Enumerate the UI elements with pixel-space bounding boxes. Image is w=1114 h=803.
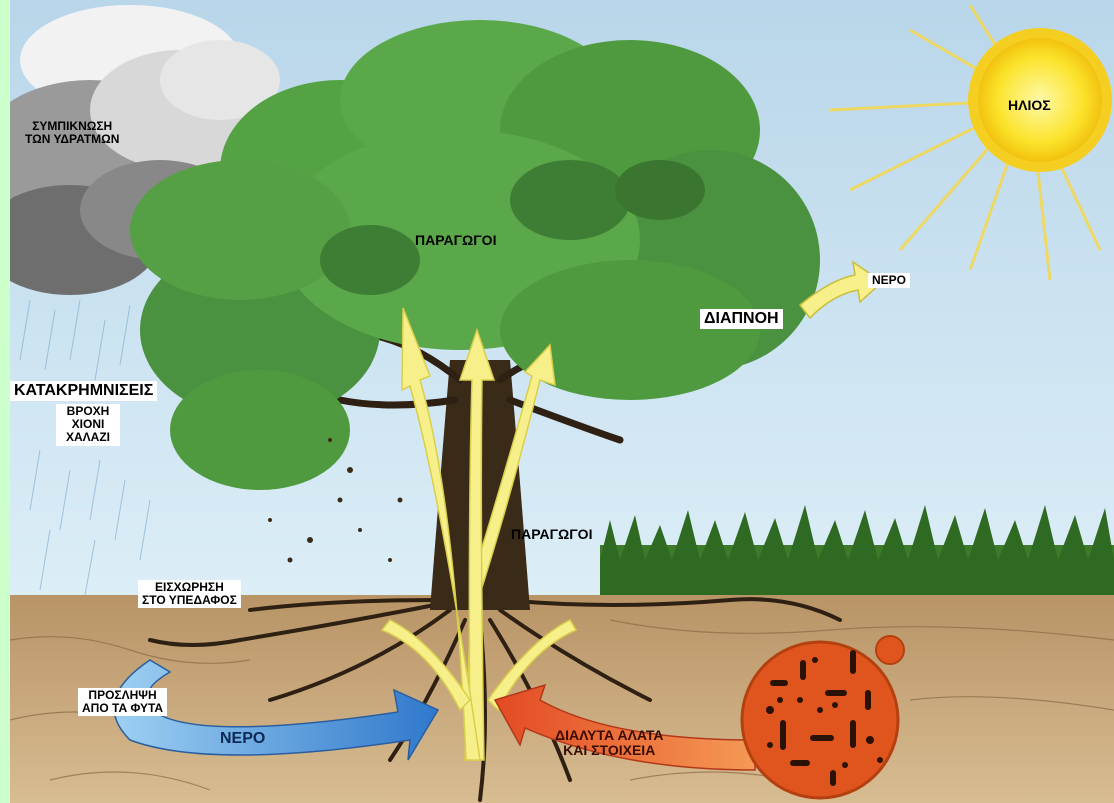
- dissolved-salts-label: ΔΙΑΛΥΤΑ ΑΛΑΤΑ ΚΑΙ ΣΤΟΙΧΕΙΑ: [555, 728, 663, 759]
- precipitation-types: ΒΡΟΧΗ ΧΙΟΝΙ ΧΑΛΑΖΙ: [56, 404, 120, 446]
- diagram-frame: ΣΥΜΠΙΚΝΩΣΗ ΤΩΝ ΥΔΡΑΤΜΩΝ ΠΑΡΑΓΩΓΟΙ ΗΛΙΟΣ …: [10, 0, 1114, 803]
- sun-label: ΗΛΙΟΣ: [1008, 98, 1051, 113]
- condensation-label-line2: ΤΩΝ ΥΔΡΑΤΜΩΝ: [25, 133, 119, 146]
- water-cycle-illustration: [10, 0, 1114, 803]
- uptake-label-line2: ΑΠΟ ΤΑ ΦΥΤΑ: [82, 702, 163, 715]
- infiltration-label: ΕΙΣΧΩΡΗΣΗ ΣΤΟ ΥΠΕΔΑΦΟΣ: [138, 580, 241, 608]
- water-arrow-label: ΝΕΡΟ: [220, 730, 265, 748]
- dissolved-salts-line1: ΔΙΑΛΥΤΑ ΑΛΑΤΑ: [555, 728, 663, 743]
- transpiration-label: ΔΙΑΠΝΟΗ: [700, 309, 783, 329]
- producers-ground-label: ΠΑΡΑΓΩΓΟΙ: [511, 527, 592, 542]
- uptake-label: ΠΡΟΣΛΗΨΗ ΑΠΟ ΤΑ ΦΥΤΑ: [78, 688, 167, 716]
- condensation-label: ΣΥΜΠΙΚΝΩΣΗ ΤΩΝ ΥΔΡΑΤΜΩΝ: [25, 120, 119, 146]
- precipitation-label: ΚΑΤΑΚΡΗΜΝΙΣΕΙΣ: [10, 381, 157, 401]
- water-vapor-label: ΝΕΡΟ: [868, 273, 910, 288]
- dissolved-salts-line2: ΚΑΙ ΣΤΟΙΧΕΙΑ: [555, 743, 663, 758]
- hail-label: ΧΑΛΑΖΙ: [56, 431, 120, 444]
- infiltration-label-line2: ΣΤΟ ΥΠΕΔΑΦΟΣ: [142, 594, 237, 607]
- producers-canopy-label: ΠΑΡΑΓΩΓΟΙ: [415, 233, 496, 248]
